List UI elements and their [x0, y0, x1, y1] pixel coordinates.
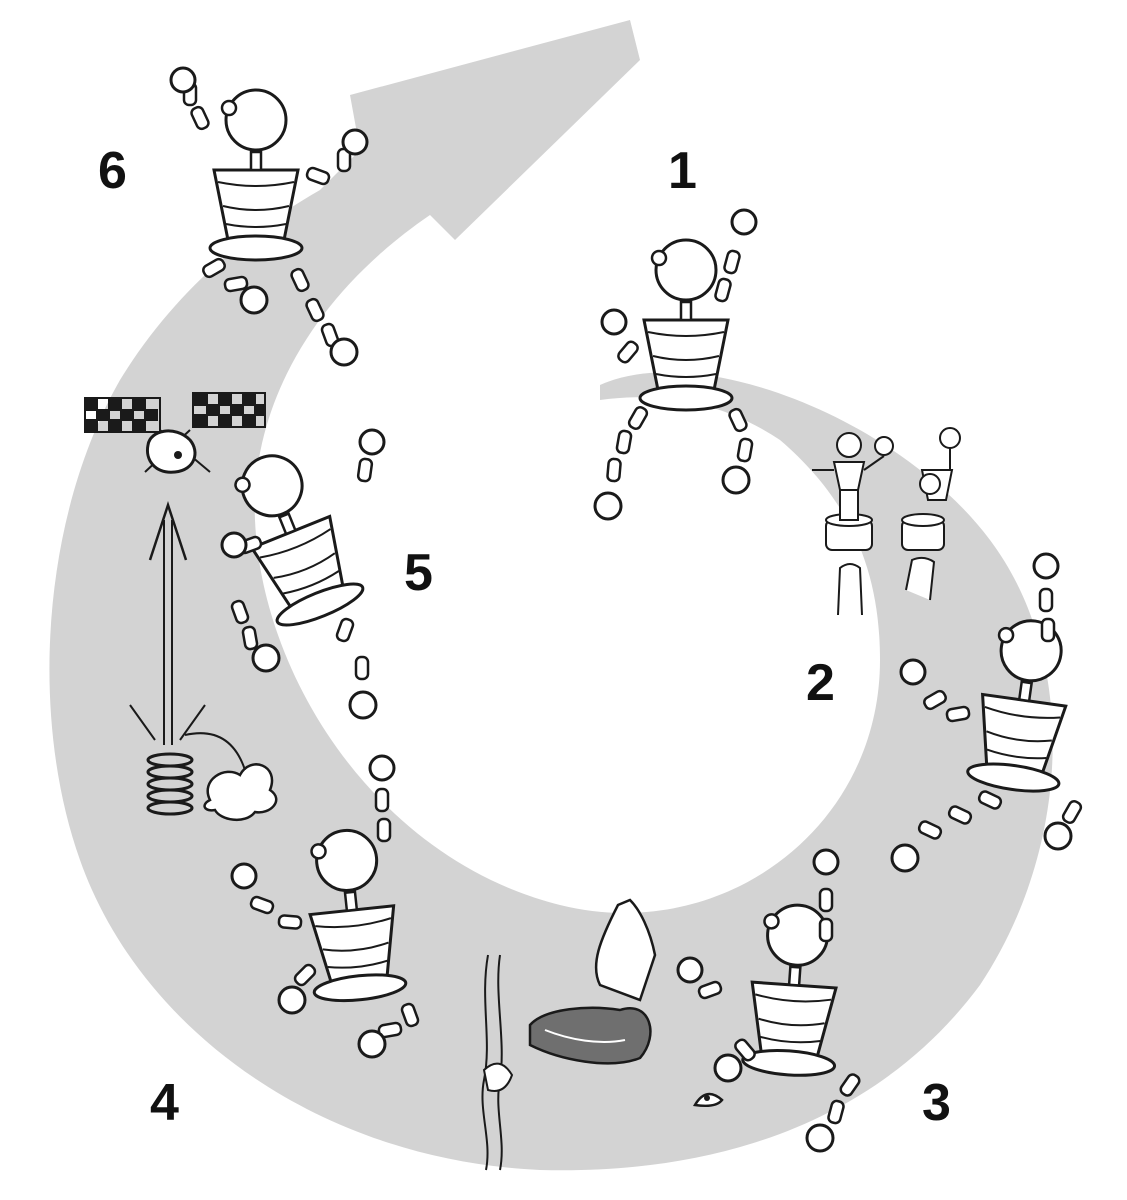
- coil-spring-icon: [146, 752, 194, 816]
- rock-crack-icon: [481, 954, 514, 1171]
- step-label-5: 5: [404, 544, 433, 602]
- step-label-2: 2: [806, 654, 835, 712]
- climbing-shoe-icon: [528, 898, 657, 1065]
- finger-press-icon: [837, 556, 936, 616]
- step-label-4: 4: [150, 1074, 179, 1132]
- upward-arrow-icon: [129, 500, 206, 745]
- small-climbing-hold-icon: [692, 1092, 724, 1108]
- dust-cloud-icon: [184, 732, 278, 821]
- climber-step-1: [593, 208, 758, 521]
- push-puppet-toy-icon: [812, 427, 961, 551]
- finish-hold-icon: [145, 429, 197, 474]
- step-labels: 1 2 3 4 5 6: [98, 142, 951, 1132]
- step-label-3: 3: [922, 1074, 951, 1132]
- step-label-6: 6: [98, 142, 127, 200]
- right-arm: [713, 248, 742, 304]
- cycle-arrow-icon: [49, 20, 1053, 1171]
- step-label-1: 1: [668, 142, 697, 200]
